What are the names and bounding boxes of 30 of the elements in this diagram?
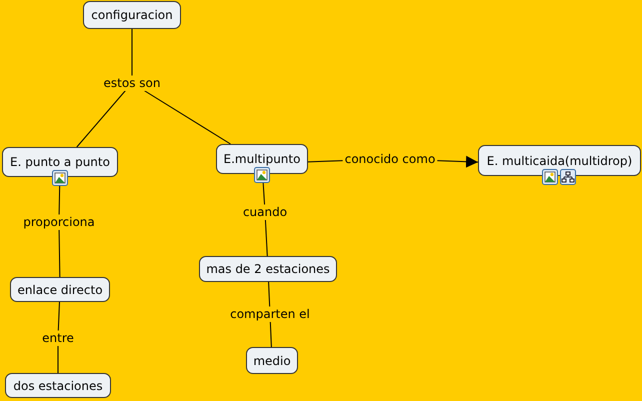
- node-label: proporciona: [23, 214, 95, 228]
- connector-line: [262, 182, 266, 205]
- connector-line: [308, 160, 344, 162]
- arrow: [436, 156, 478, 168]
- node-label: mas de 2 estaciones: [206, 262, 330, 276]
- node-label: cuando: [242, 204, 288, 218]
- node-label: estos son: [104, 76, 160, 90]
- connector-line: [76, 90, 126, 148]
- node-label: conocido como: [344, 152, 436, 166]
- node-label: entre: [42, 330, 74, 344]
- connector-line: [264, 219, 268, 256]
- node-label: enlace directo: [17, 282, 103, 296]
- connector-line: [270, 321, 272, 348]
- concept-box: [199, 256, 337, 282]
- connector-line: [58, 302, 60, 331]
- connector-line: [268, 282, 270, 307]
- connector-line: [58, 186, 60, 215]
- node-label: comparten el: [230, 306, 310, 320]
- concept-box: [246, 347, 298, 374]
- connector-line: [58, 229, 60, 278]
- node-label: E.multipunto: [224, 152, 300, 166]
- node-label: configuracion: [91, 8, 173, 22]
- node-label: E. multicaida(multidrop): [486, 154, 632, 168]
- connector-line: [144, 90, 231, 144]
- node-label: E. punto a punto: [10, 155, 110, 169]
- concept-box: [5, 373, 111, 398]
- node-label: dos estaciones: [13, 378, 103, 392]
- node-label: medio: [253, 354, 291, 368]
- concept-box: [83, 1, 181, 29]
- concept-box: [10, 277, 110, 302]
